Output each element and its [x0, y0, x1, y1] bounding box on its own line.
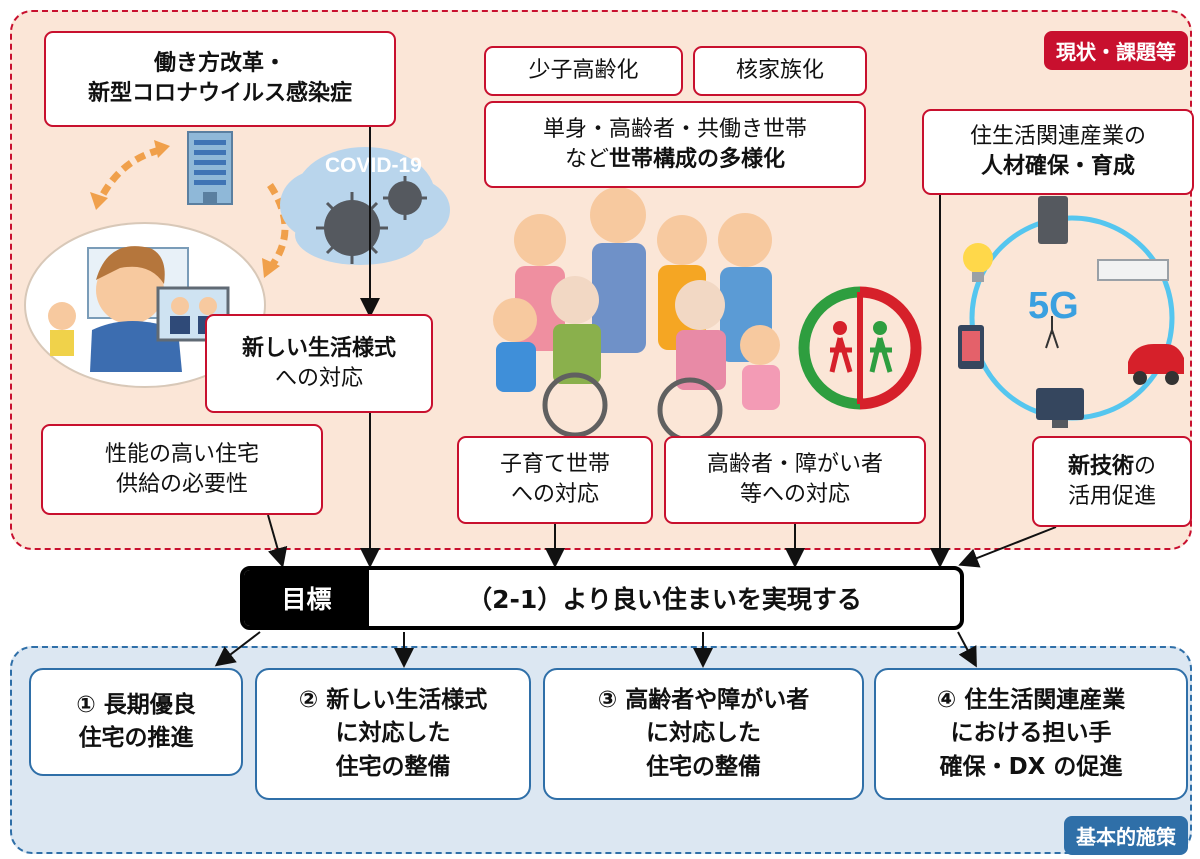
nuclear-family-text: 核家族化	[735, 58, 824, 84]
policy-1-line1: ① 長期優良	[76, 691, 196, 718]
5g-network-icon	[958, 196, 1184, 428]
work-style-box: 働き方改革・ 新型コロナウイルス感染症	[44, 31, 396, 127]
household-line2-bold: 世帯構成の多様化	[609, 146, 786, 172]
accessibility-mark-icon	[798, 286, 922, 410]
policy-2-line2: に対応した	[335, 720, 451, 747]
policy-4-line3: 確保・DX の促進	[939, 753, 1123, 780]
declining-birthrate-box: 少子高齢化	[484, 46, 683, 96]
childrearing-box: 子育て世帯 への対応	[457, 436, 653, 524]
arrow-newtech-to-goal	[958, 526, 1057, 568]
high-performance-line2: 供給の必要性	[115, 471, 248, 497]
family-illustration-icon	[493, 187, 780, 443]
nuclear-family-box: 核家族化	[693, 46, 867, 96]
new-lifestyle-line2: への対応	[274, 365, 363, 391]
industry-line1: 住生活関連産業の	[969, 124, 1146, 150]
household-line1: 単身・高齢者・共働き世帯	[542, 116, 807, 142]
covid-cloud-icon	[280, 147, 450, 265]
work-style-line2: 新型コロナウイルス感染症	[87, 81, 352, 106]
industry-line2: 人材確保・育成	[980, 154, 1135, 179]
office-building-icon	[187, 131, 233, 205]
policy-2-line3: 住宅の整備	[335, 753, 451, 780]
elderly-line2: 等への対応	[739, 482, 850, 507]
policy-box-4: ④ 住生活関連産業 における担い手 確保・DX の促進	[874, 668, 1188, 800]
household-diversity-box: 単身・高齢者・共働き世帯 など世帯構成の多様化	[484, 101, 866, 188]
cycle-arrows-icon	[96, 146, 289, 271]
elderly-disabled-box: 高齢者・障がい者 等への対応	[664, 436, 926, 524]
declining-birthrate-text: 少子高齢化	[528, 58, 639, 84]
elderly-line1: 高齢者・障がい者	[706, 452, 883, 478]
arrow-performance-to-goal	[267, 514, 288, 568]
childrearing-line1: 子育て世帯	[499, 452, 610, 478]
goal-text: （2-1）より良い住まいを実現する	[467, 585, 862, 614]
policy-4-line1: ④ 住生活関連産業	[936, 686, 1126, 713]
new-tech-line1: 新技術の	[1068, 452, 1156, 482]
policy-1-line2: 住宅の推進	[78, 725, 194, 751]
policy-3-line1: ③ 高齢者や障がい者	[597, 686, 810, 713]
goal-label: 目標	[244, 570, 369, 626]
policy-box-3: ③ 高齢者や障がい者 に対応した 住宅の整備	[543, 668, 864, 800]
work-style-line1: 働き方改革・	[153, 51, 286, 77]
basic-policies-tag: 基本的施策	[1064, 816, 1188, 855]
new-lifestyle-box: 新しい生活様式 への対応	[205, 314, 433, 413]
goal-bar: 目標 （2-1）より良い住まいを実現する	[240, 566, 964, 630]
new-tech-line1-rest: の	[1134, 453, 1157, 479]
childrearing-line2: への対応	[510, 482, 599, 507]
household-line2: など世帯構成の多様化	[565, 145, 785, 175]
industry-workers-box: 住生活関連産業の 人材確保・育成	[922, 109, 1194, 195]
high-performance-box: 性能の高い住宅 供給の必要性	[41, 424, 323, 515]
5g-label: 5G	[1028, 285, 1079, 327]
covid-label: COVID-19	[325, 154, 422, 177]
policy-3-line3: 住宅の整備	[646, 753, 761, 780]
arrow-goal-to-policy-1	[214, 631, 261, 667]
policy-box-1: ① 長期優良 住宅の推進	[29, 668, 243, 776]
high-performance-line1: 性能の高い住宅	[104, 441, 259, 467]
policy-2-line1: ② 新しい生活様式	[298, 686, 488, 713]
current-issues-tag: 現状・課題等	[1044, 31, 1188, 70]
policy-3-line2: に対応した	[646, 720, 761, 747]
policy-box-2: ② 新しい生活様式 に対応した 住宅の整備	[255, 668, 531, 800]
new-tech-line1-bold: 新技術	[1067, 453, 1134, 479]
new-lifestyle-line1: 新しい生活様式	[241, 335, 396, 361]
new-tech-box: 新技術の 活用促進	[1032, 436, 1192, 527]
arrow-goal-to-policy-4	[957, 631, 977, 668]
household-line2-pre: など	[564, 146, 609, 172]
policy-4-line2: における担い手	[950, 720, 1112, 747]
new-tech-line2: 活用促進	[1067, 483, 1156, 509]
